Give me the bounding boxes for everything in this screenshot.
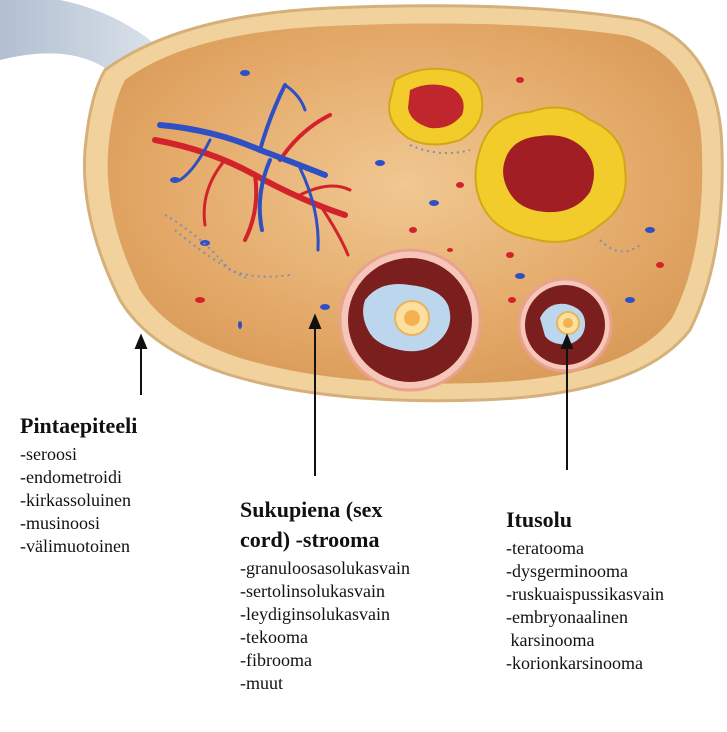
list-item: -leydiginsolukasvain (240, 603, 410, 626)
heading-pintaepiteeli: Pintaepiteeli (20, 413, 137, 439)
follicle-large (340, 250, 480, 390)
list-item: -ruskuaispussikasvain (506, 583, 664, 606)
heading-sukupiena-line2: cord) -strooma (240, 527, 410, 553)
list-item: -välimuotoinen (20, 535, 137, 558)
heading-sukupiena-line1: Sukupiena (sex (240, 497, 410, 523)
arrow-itusolu-extension (565, 418, 571, 473)
list-item: -endometroidi (20, 466, 137, 489)
list-item: -musinoosi (20, 512, 137, 535)
list-item: -tekooma (240, 626, 410, 649)
list-pintaepiteeli: -seroosi -endometroidi -kirkassoluinen -… (20, 443, 137, 558)
list-item: -muut (240, 672, 410, 695)
list-item: karsinooma (506, 629, 664, 652)
corpus-luteum-large (475, 108, 625, 242)
list-item: -embryonaalinen (506, 606, 664, 629)
list-item: -korionkarsinooma (506, 652, 664, 675)
label-sukupiena: Sukupiena (sex cord) -strooma -granuloos… (240, 497, 410, 695)
list-item: -seroosi (20, 443, 137, 466)
list-item: -sertolinsolukasvain (240, 580, 410, 603)
label-itusolu: Itusolu -teratooma -dysgerminooma -rusku… (506, 507, 664, 675)
list-itusolu: -teratooma -dysgerminooma -ruskuaispussi… (506, 537, 664, 675)
list-item: -granuloosasolukasvain (240, 557, 410, 580)
list-item: -teratooma (506, 537, 664, 560)
list-sukupiena: -granuloosasolukasvain -sertolinsolukasv… (240, 557, 410, 695)
list-item: -fibrooma (240, 649, 410, 672)
heading-itusolu: Itusolu (506, 507, 664, 533)
list-item: -dysgerminooma (506, 560, 664, 583)
follicle-small (519, 279, 611, 371)
label-pintaepiteeli: Pintaepiteeli -seroosi -endometroidi -ki… (20, 413, 137, 558)
ovary-illustration (0, 0, 727, 420)
list-item: -kirkassoluinen (20, 489, 137, 512)
corpus-luteum-small (389, 69, 482, 145)
arrow-stroma-extension (313, 418, 319, 478)
